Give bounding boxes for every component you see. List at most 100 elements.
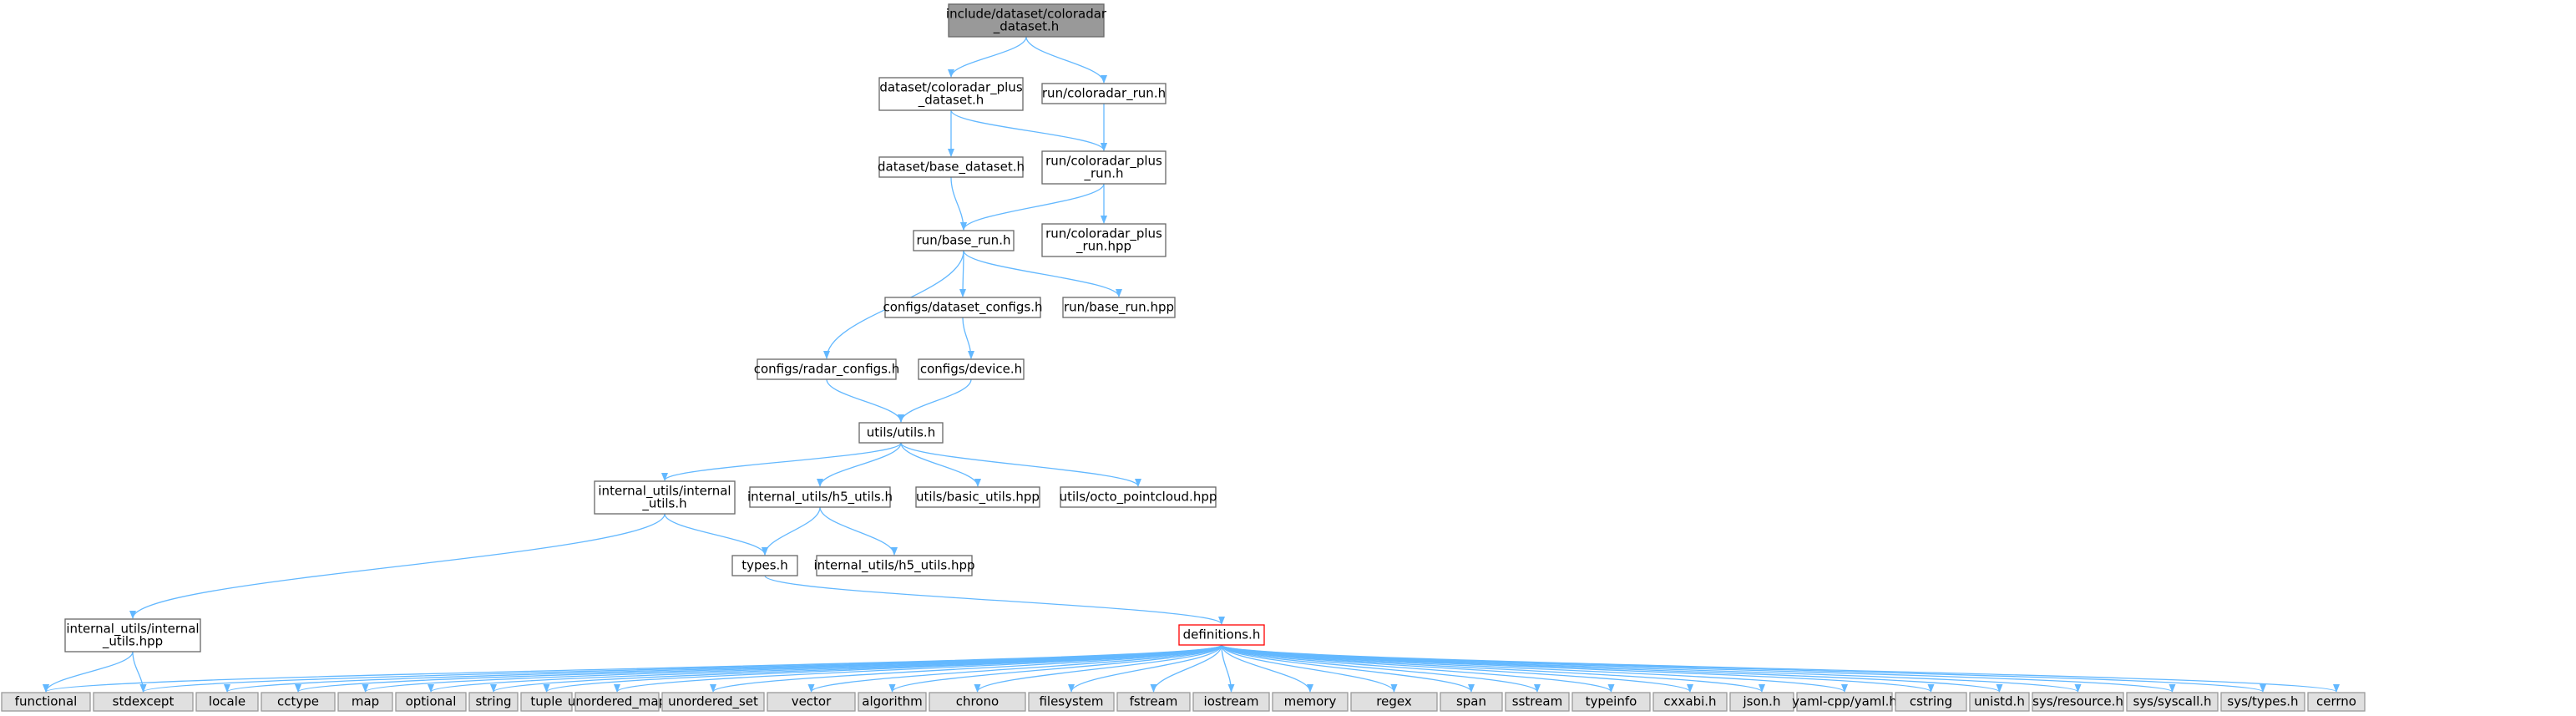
node-label: iostream — [1204, 694, 1259, 709]
node-s18[interactable]: span — [1440, 692, 1503, 712]
node-label: _utils.hpp — [102, 634, 163, 650]
node-h5[interactable]: internal_utils/h5_utils.h — [747, 486, 893, 508]
node-label: internal_utils/h5_utils.hpp — [813, 558, 974, 574]
node-s27[interactable]: sys/syscall.h — [2126, 692, 2219, 712]
node-label: sys/resource.h — [2032, 694, 2123, 709]
edge-root-crun — [1025, 36, 1107, 84]
node-s1[interactable]: stdexcept — [93, 692, 194, 712]
node-label: utils/utils.h — [867, 425, 935, 440]
edge-defs-s23 — [1221, 644, 1848, 693]
node-box — [1729, 692, 1794, 712]
node-device[interactable]: configs/device.h — [918, 358, 1025, 380]
node-s22[interactable]: json.h — [1729, 692, 1794, 712]
edge-brun-dsconf — [959, 250, 967, 297]
node-box — [1178, 624, 1265, 646]
edge-device-utils — [898, 378, 972, 423]
edge-defs-s18 — [1221, 644, 1475, 693]
node-box — [767, 692, 856, 712]
node-s29[interactable]: cerrno — [2307, 692, 2366, 712]
edge-defs-s2 — [224, 644, 1222, 693]
node-iuhpp[interactable]: internal_utils/internal_utils.hpp — [64, 618, 201, 653]
node-label: types.h — [741, 558, 788, 573]
node-label: string — [475, 694, 511, 709]
node-box — [195, 692, 259, 712]
node-label: cstring — [1910, 694, 1952, 709]
node-label: configs/device.h — [920, 362, 1022, 377]
node-label: chrono — [956, 694, 999, 709]
node-utils[interactable]: utils/utils.h — [858, 422, 944, 444]
node-label: unistd.h — [1974, 694, 2025, 709]
node-label: dataset/coloradar_plus — [879, 80, 1022, 96]
node-label: json.h — [1743, 694, 1781, 709]
node-label: locale — [209, 694, 245, 709]
node-defs[interactable]: definitions.h — [1178, 624, 1265, 646]
node-radconf[interactable]: configs/radar_configs.h — [754, 358, 900, 380]
edge-defs-s21 — [1221, 644, 1693, 693]
edge-iuh-types — [664, 513, 768, 556]
node-box — [878, 77, 1024, 111]
node-s24[interactable]: cstring — [1895, 692, 1967, 712]
node-s26[interactable]: sys/resource.h — [2032, 692, 2124, 712]
node-dsconf[interactable]: configs/dataset_configs.h — [883, 297, 1043, 318]
node-s2[interactable]: locale — [195, 692, 259, 712]
node-bds[interactable]: dataset/base_dataset.h — [878, 156, 1025, 178]
node-s16[interactable]: memory — [1272, 692, 1349, 712]
node-iuh[interactable]: internal_utils/internal_utils.h — [594, 480, 736, 515]
node-h5hpp[interactable]: internal_utils/h5_utils.hpp — [813, 555, 975, 576]
node-label: unordered_set — [668, 694, 758, 710]
node-box — [574, 692, 660, 712]
node-box — [878, 156, 1024, 178]
node-label: _run.h — [1084, 166, 1124, 182]
node-s14[interactable]: fstream — [1116, 692, 1191, 712]
edge-defs-s15 — [1221, 644, 1235, 693]
node-s6[interactable]: string — [468, 692, 519, 712]
node-s21[interactable]: cxxabi.h — [1652, 692, 1728, 712]
node-types[interactable]: types.h — [731, 555, 798, 576]
node-s17[interactable]: regex — [1350, 692, 1438, 712]
node-s9[interactable]: unordered_set — [661, 692, 765, 712]
node-cprunhpp[interactable]: run/coloradar_plus_run.hpp — [1041, 223, 1167, 257]
node-s10[interactable]: vector — [767, 692, 856, 712]
node-label: cerrno — [2316, 694, 2356, 709]
node-label: run/base_run.h — [917, 233, 1011, 249]
node-label: run/coloradar_run.h — [1042, 86, 1166, 102]
node-s5[interactable]: optional — [395, 692, 467, 712]
node-s25[interactable]: unistd.h — [1969, 692, 2030, 712]
node-label: yaml-cpp/yaml.h — [1792, 694, 1897, 709]
edge-cprun-brun — [960, 183, 1105, 231]
node-s19[interactable]: sstream — [1505, 692, 1570, 712]
node-label: configs/radar_configs.h — [754, 362, 900, 378]
node-s0[interactable]: functional — [1, 692, 91, 712]
node-s4[interactable]: map — [337, 692, 393, 712]
node-cpd[interactable]: dataset/coloradar_plus_dataset.h — [878, 77, 1024, 111]
node-box — [661, 692, 765, 712]
node-s7[interactable]: tuple — [520, 692, 573, 712]
node-box — [1652, 692, 1728, 712]
node-octo[interactable]: utils/octo_pointcloud.hpp — [1060, 486, 1217, 508]
edge-dsconf-device — [962, 317, 974, 359]
node-s8[interactable]: unordered_map — [568, 692, 666, 712]
node-s11[interactable]: algorithm — [858, 692, 927, 712]
node-s15[interactable]: iostream — [1192, 692, 1270, 712]
edge-defs-s24 — [1221, 644, 1935, 693]
node-s3[interactable]: cctype — [261, 692, 336, 712]
node-box — [1041, 83, 1167, 104]
node-s23[interactable]: yaml-cpp/yaml.h — [1792, 692, 1897, 712]
edge-iuhpp-s1 — [132, 651, 147, 693]
node-label: definitions.h — [1183, 627, 1261, 642]
edge-defs-s6 — [490, 644, 1222, 693]
node-s13[interactable]: filesystem — [1028, 692, 1115, 712]
node-s12[interactable]: chrono — [929, 692, 1026, 712]
node-brunhpp[interactable]: run/base_run.hpp — [1062, 297, 1176, 318]
edge-defs-s3 — [295, 644, 1222, 693]
node-box — [2307, 692, 2366, 712]
node-crun[interactable]: run/coloradar_run.h — [1041, 83, 1167, 104]
node-brun[interactable]: run/base_run.h — [913, 230, 1015, 251]
node-s28[interactable]: sys/types.h — [2220, 692, 2305, 712]
node-s20[interactable]: typeinfo — [1571, 692, 1651, 712]
node-basicu[interactable]: utils/basic_utils.hpp — [915, 486, 1040, 508]
node-box — [1062, 297, 1176, 318]
node-root[interactable]: include/dataset/coloradar_dataset.h — [946, 3, 1107, 38]
node-label: cctype — [277, 694, 319, 709]
node-cprun[interactable]: run/coloradar_plus_run.h — [1041, 150, 1167, 185]
